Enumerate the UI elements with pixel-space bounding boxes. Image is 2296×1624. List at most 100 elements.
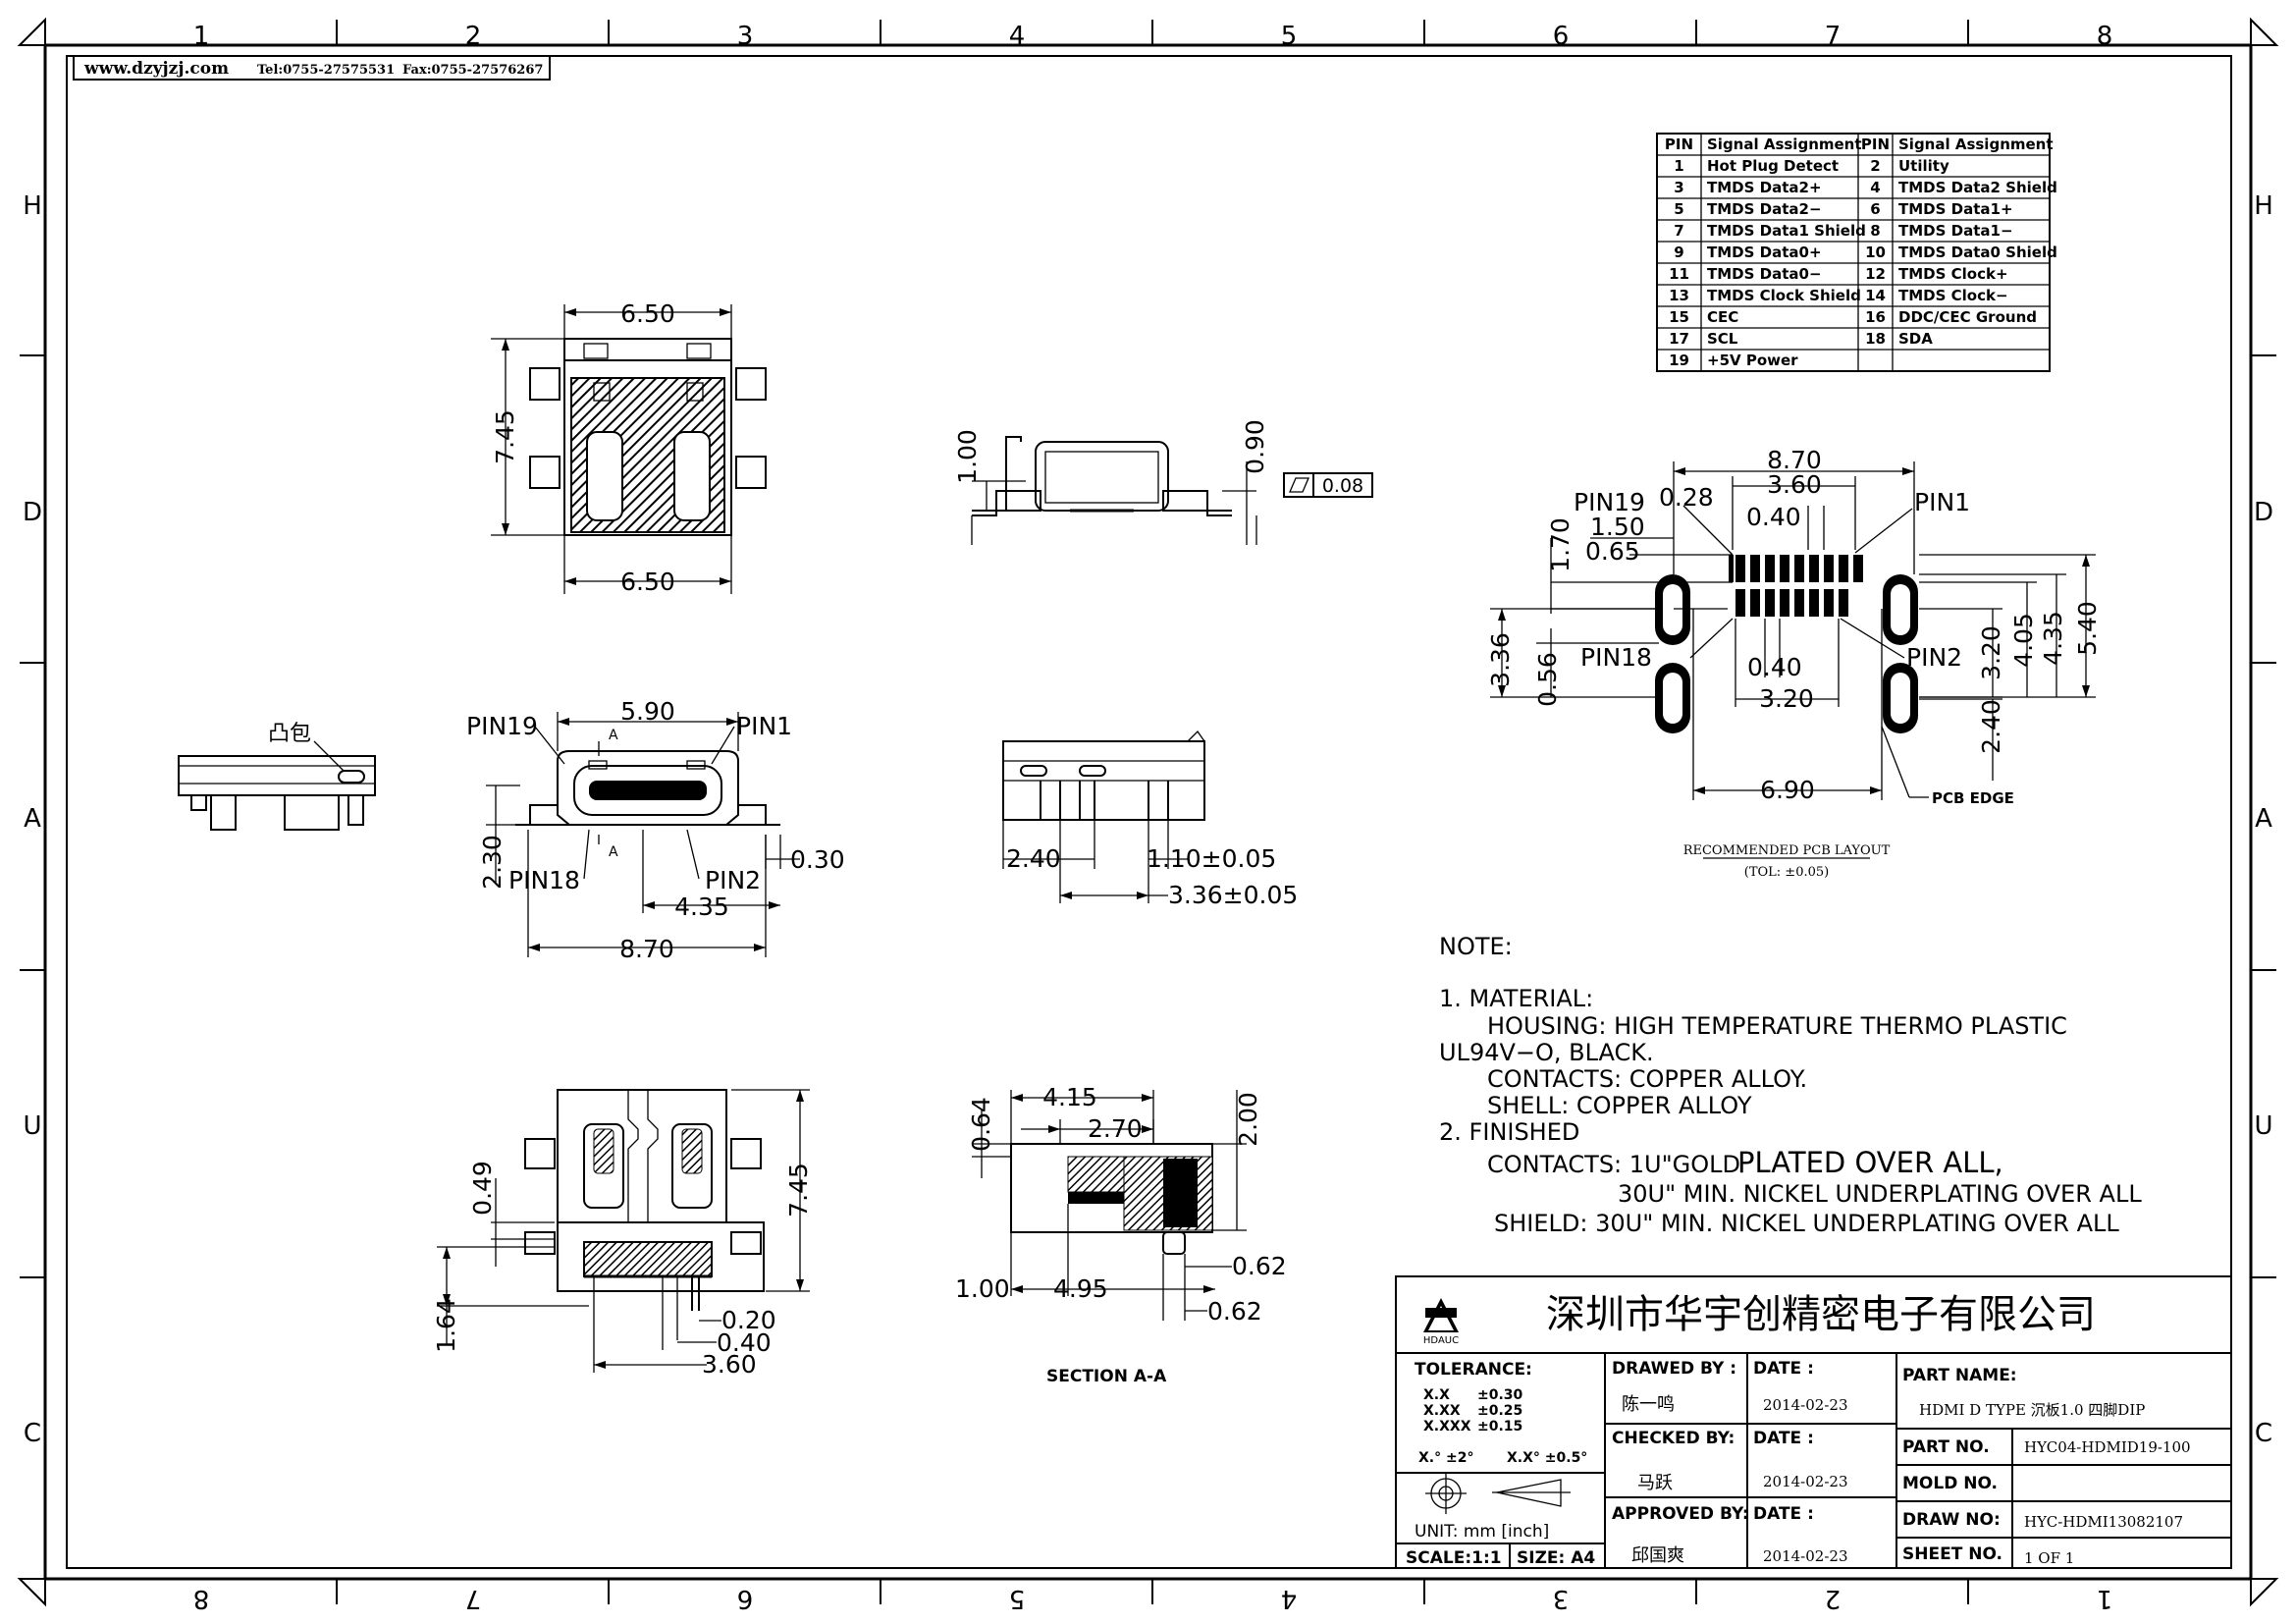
frame-row-left-5: C [24,1419,41,1448]
bottom-dim-c: 1.64 [432,1298,460,1353]
approved-by: 邱国爽 [1631,1545,1684,1566]
side-view-h1: 1.00 [953,429,982,484]
pin-table-cell: 11 [1669,265,1689,283]
pcb-pin18: PIN18 [1580,643,1652,672]
pin-table-cell: 12 [1865,265,1886,283]
checked-by: 马跃 [1637,1473,1673,1493]
frame-row-left-4: U [23,1111,41,1141]
pin-table-cell: 17 [1669,330,1689,348]
pcb-360: 3.60 [1767,470,1822,499]
pin-table-cell: 2 [1870,157,1880,175]
bottom-dim-b: 7.45 [784,1163,813,1218]
pin-table-cell: TMDS Data1 Shield [1707,222,1866,240]
side-view-h2: 0.90 [1241,419,1269,474]
draw-no-label: DRAW NO: [1902,1510,2001,1530]
date-label-3: DATE : [1753,1504,1814,1524]
note-l7a: CONTACTS: 1U"GOLD [1487,1151,1740,1178]
pin-table-cell: 16 [1865,308,1886,326]
frame-col-1: 1 [193,22,210,51]
front-view: 5.90 PIN19 PIN1 A A PIN18 PIN2 2.30 0.30… [466,697,845,963]
date-label-1: DATE : [1753,1359,1814,1379]
bump-view: 凸包 [178,722,376,831]
front-total-width: 8.70 [619,935,674,963]
front-width: 5.90 [620,697,675,726]
frame-col-bottom-7: 2 [1825,1584,1842,1613]
frame-col-8: 8 [2097,22,2113,51]
pin-table-cell: 8 [1870,222,1880,240]
pcb-040a: 0.40 [1746,503,1801,531]
drawn-by: 陈一鸣 [1622,1394,1675,1415]
pin-table-cell: TMDS Clock Shield [1707,287,1861,304]
tel-text: Tel:0755-27575531 [257,63,395,78]
frame-col-bottom-5: 4 [1281,1584,1298,1613]
note-l2: HOUSING: HIGH TEMPERATURE THERMO PLASTIC [1487,1012,2067,1040]
front-pin19: PIN19 [466,712,538,740]
note-l8: 30U" MIN. NICKEL UNDERPLATING OVER ALL [1618,1180,2142,1208]
bottom-view: 0.49 7.45 1.64 0.20 0.40 3.60 [432,1089,813,1379]
front-half-width: 4.35 [674,893,729,921]
approved-by-label: APPROVED BY: [1612,1504,1749,1524]
frame-row-right-2: D [2254,498,2273,527]
bottom-dim-f: 3.60 [702,1350,757,1379]
pin-table-cell: TMDS Data1+ [1898,200,2013,218]
pin-table-cell: CEC [1707,308,1738,326]
pin-table-cell: 13 [1669,287,1689,304]
pcb-540: 5.40 [2073,601,2102,656]
company-name: 深圳市华宇创精密电子有限公司 [1546,1292,2096,1337]
drawn-by-label: DRAWED BY : [1612,1359,1736,1379]
pcb-320b: 3.20 [1977,625,2005,680]
pcb-040b: 0.40 [1747,653,1802,681]
pin-table-header: Signal Assignment [1898,135,2054,153]
tol-xx: X.XX [1423,1403,1461,1419]
date-3: 2014-02-23 [1763,1547,1847,1565]
pcb-435: 4.35 [2039,611,2067,666]
header-contact: www.dzyjzj.com Tel:0755-27575531 Fax:075… [73,55,551,81]
section-dim-h: 0.62 [1207,1297,1262,1326]
section-dim-g: 0.62 [1232,1252,1287,1280]
projection-symbol [1425,1473,1571,1514]
scale-text: SCALE:1:1 [1406,1548,1502,1568]
tol-xx-val: ±0.25 [1477,1403,1522,1419]
pcb-405: 4.05 [2009,613,2038,668]
sheet-no-label: SHEET NO. [1902,1544,2002,1564]
frame-col-6: 6 [1553,22,1570,51]
tol-x-val: ±0.30 [1477,1387,1523,1403]
front-height: 2.30 [478,835,507,890]
pcb-pin19: PIN19 [1574,488,1645,516]
pcb-pin2: PIN2 [1906,643,1962,672]
top-view-width-top: 6.50 [620,299,675,328]
notes: NOTE: 1. MATERIAL: HOUSING: HIGH TEMPERA… [1439,933,2142,1237]
pcb-edge-label: PCB EDGE [1932,789,2014,807]
front-pin2: PIN2 [705,866,761,894]
pin-table-cell: 7 [1674,222,1683,240]
front-pin1: PIN1 [736,712,792,740]
pin-table-cell: DDC/CEC Ground [1898,308,2037,326]
pin-table-cell: +5V Power [1707,352,1798,369]
pin-table-cell: Utility [1898,157,1949,175]
pcb-tolerance: (TOL: ±0.05) [1744,865,1829,880]
pin-table-cell: 1 [1674,157,1683,175]
note-l9: SHIELD: 30U" MIN. NICKEL UNDERPLATING OV… [1494,1210,2119,1237]
note-l1: 1. MATERIAL: [1439,985,1593,1012]
rear-dim-b: 1.10±0.05 [1147,844,1276,873]
pin-table-cell: TMDS Data2 Shield [1898,179,2057,196]
pin-table-cell: 14 [1865,287,1886,304]
note-l3: UL94V−O, BLACK. [1439,1039,1654,1066]
pcb-layout: 8.70 3.60 PIN19 0.28 PIN1 0.40 1.50 0.65… [1486,446,2102,880]
drawing-frame: 1 2 3 4 5 6 7 8 8 7 6 5 4 3 2 1 H D A U … [17,17,2279,1613]
pin-table-cell: TMDS Data0− [1707,265,1822,283]
pin-table-cell: Hot Plug Detect [1707,157,1839,175]
frame-col-7: 7 [1825,22,1842,51]
pin-table-cell: TMDS Clock+ [1898,265,2008,283]
flatness-value: 0.08 [1322,475,1363,497]
date-1: 2014-02-23 [1763,1396,1847,1414]
part-no-label: PART NO. [1902,1437,1990,1457]
pin-table-cell: 4 [1870,179,1880,196]
pin-table-header: PIN [1665,135,1693,153]
part-name-label: PART NAME: [1902,1366,2017,1385]
pcb-150: 1.50 [1590,513,1645,541]
bottom-dim-e: 0.40 [717,1328,772,1357]
pcb-028: 0.28 [1659,483,1714,512]
